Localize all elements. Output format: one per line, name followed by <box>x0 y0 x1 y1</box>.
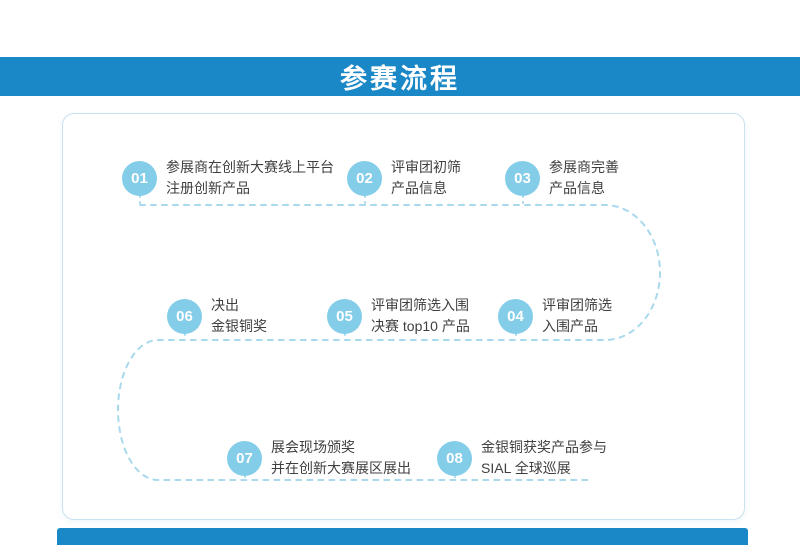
step-label-line2: 入围产品 <box>542 318 598 334</box>
step-label-line1: 参展商在创新大赛线上平台 <box>166 159 334 175</box>
step-label-line1: 参展商完善 <box>549 159 619 175</box>
step-label: 决出 金银铜奖 <box>211 295 267 337</box>
page-title: 参赛流程 <box>340 64 460 94</box>
step-item-02: 02 评审团初筛 产品信息 <box>347 157 461 199</box>
step-item-04: 04 评审团筛选 入围产品 <box>498 295 612 337</box>
step-label: 评审团筛选入围 决赛 top10 产品 <box>371 295 470 337</box>
step-number: 01 <box>131 169 148 187</box>
step-label-line2: 并在创新大赛展区展出 <box>271 460 411 476</box>
page-header-banner: 参赛流程 <box>0 57 800 96</box>
step-number: 04 <box>507 307 524 325</box>
step-number-badge: 06 <box>167 298 202 334</box>
footer-bar <box>57 528 748 545</box>
step-label: 参展商在创新大赛线上平台 注册创新产品 <box>166 157 334 199</box>
step-label-line1: 评审团筛选入围 <box>371 297 469 313</box>
step-number-badge: 08 <box>437 440 472 476</box>
step-number: 03 <box>514 169 531 187</box>
step-number-badge: 04 <box>498 298 533 334</box>
step-label-line2: 决赛 top10 产品 <box>371 318 470 334</box>
step-item-07: 07 展会现场颁奖 并在创新大赛展区展出 <box>227 437 411 479</box>
step-label: 评审团筛选 入围产品 <box>542 295 612 337</box>
step-item-01: 01 参展商在创新大赛线上平台 注册创新产品 <box>122 157 334 199</box>
step-label-line1: 展会现场颁奖 <box>271 439 355 455</box>
step-number: 05 <box>336 307 353 325</box>
step-label-line1: 金银铜获奖产品参与 <box>481 439 607 455</box>
step-number-badge: 02 <box>347 160 382 196</box>
step-number-badge: 07 <box>227 440 262 476</box>
step-number-badge: 01 <box>122 160 157 196</box>
step-item-08: 08 金银铜获奖产品参与 SIAL 全球巡展 <box>437 437 607 479</box>
step-label-line1: 评审团筛选 <box>542 297 612 313</box>
step-number: 06 <box>176 307 193 325</box>
step-number-badge: 05 <box>327 298 362 334</box>
step-label: 参展商完善 产品信息 <box>549 157 619 199</box>
step-label-line2: SIAL 全球巡展 <box>481 460 571 476</box>
step-number: 02 <box>356 169 373 187</box>
step-label: 金银铜获奖产品参与 SIAL 全球巡展 <box>481 437 607 479</box>
step-item-05: 05 评审团筛选入围 决赛 top10 产品 <box>327 295 470 337</box>
step-label-line2: 金银铜奖 <box>211 318 267 334</box>
step-label-line1: 决出 <box>211 297 239 313</box>
step-number: 07 <box>236 449 253 467</box>
step-label: 评审团初筛 产品信息 <box>391 157 461 199</box>
step-label-line2: 产品信息 <box>549 180 605 196</box>
step-number: 08 <box>446 449 463 467</box>
step-item-06: 06 决出 金银铜奖 <box>167 295 267 337</box>
step-label-line2: 注册创新产品 <box>166 180 250 196</box>
step-item-03: 03 参展商完善 产品信息 <box>505 157 619 199</box>
step-number-badge: 03 <box>505 160 540 196</box>
step-label-line2: 产品信息 <box>391 180 447 196</box>
step-label: 展会现场颁奖 并在创新大赛展区展出 <box>271 437 411 479</box>
step-label-line1: 评审团初筛 <box>391 159 461 175</box>
